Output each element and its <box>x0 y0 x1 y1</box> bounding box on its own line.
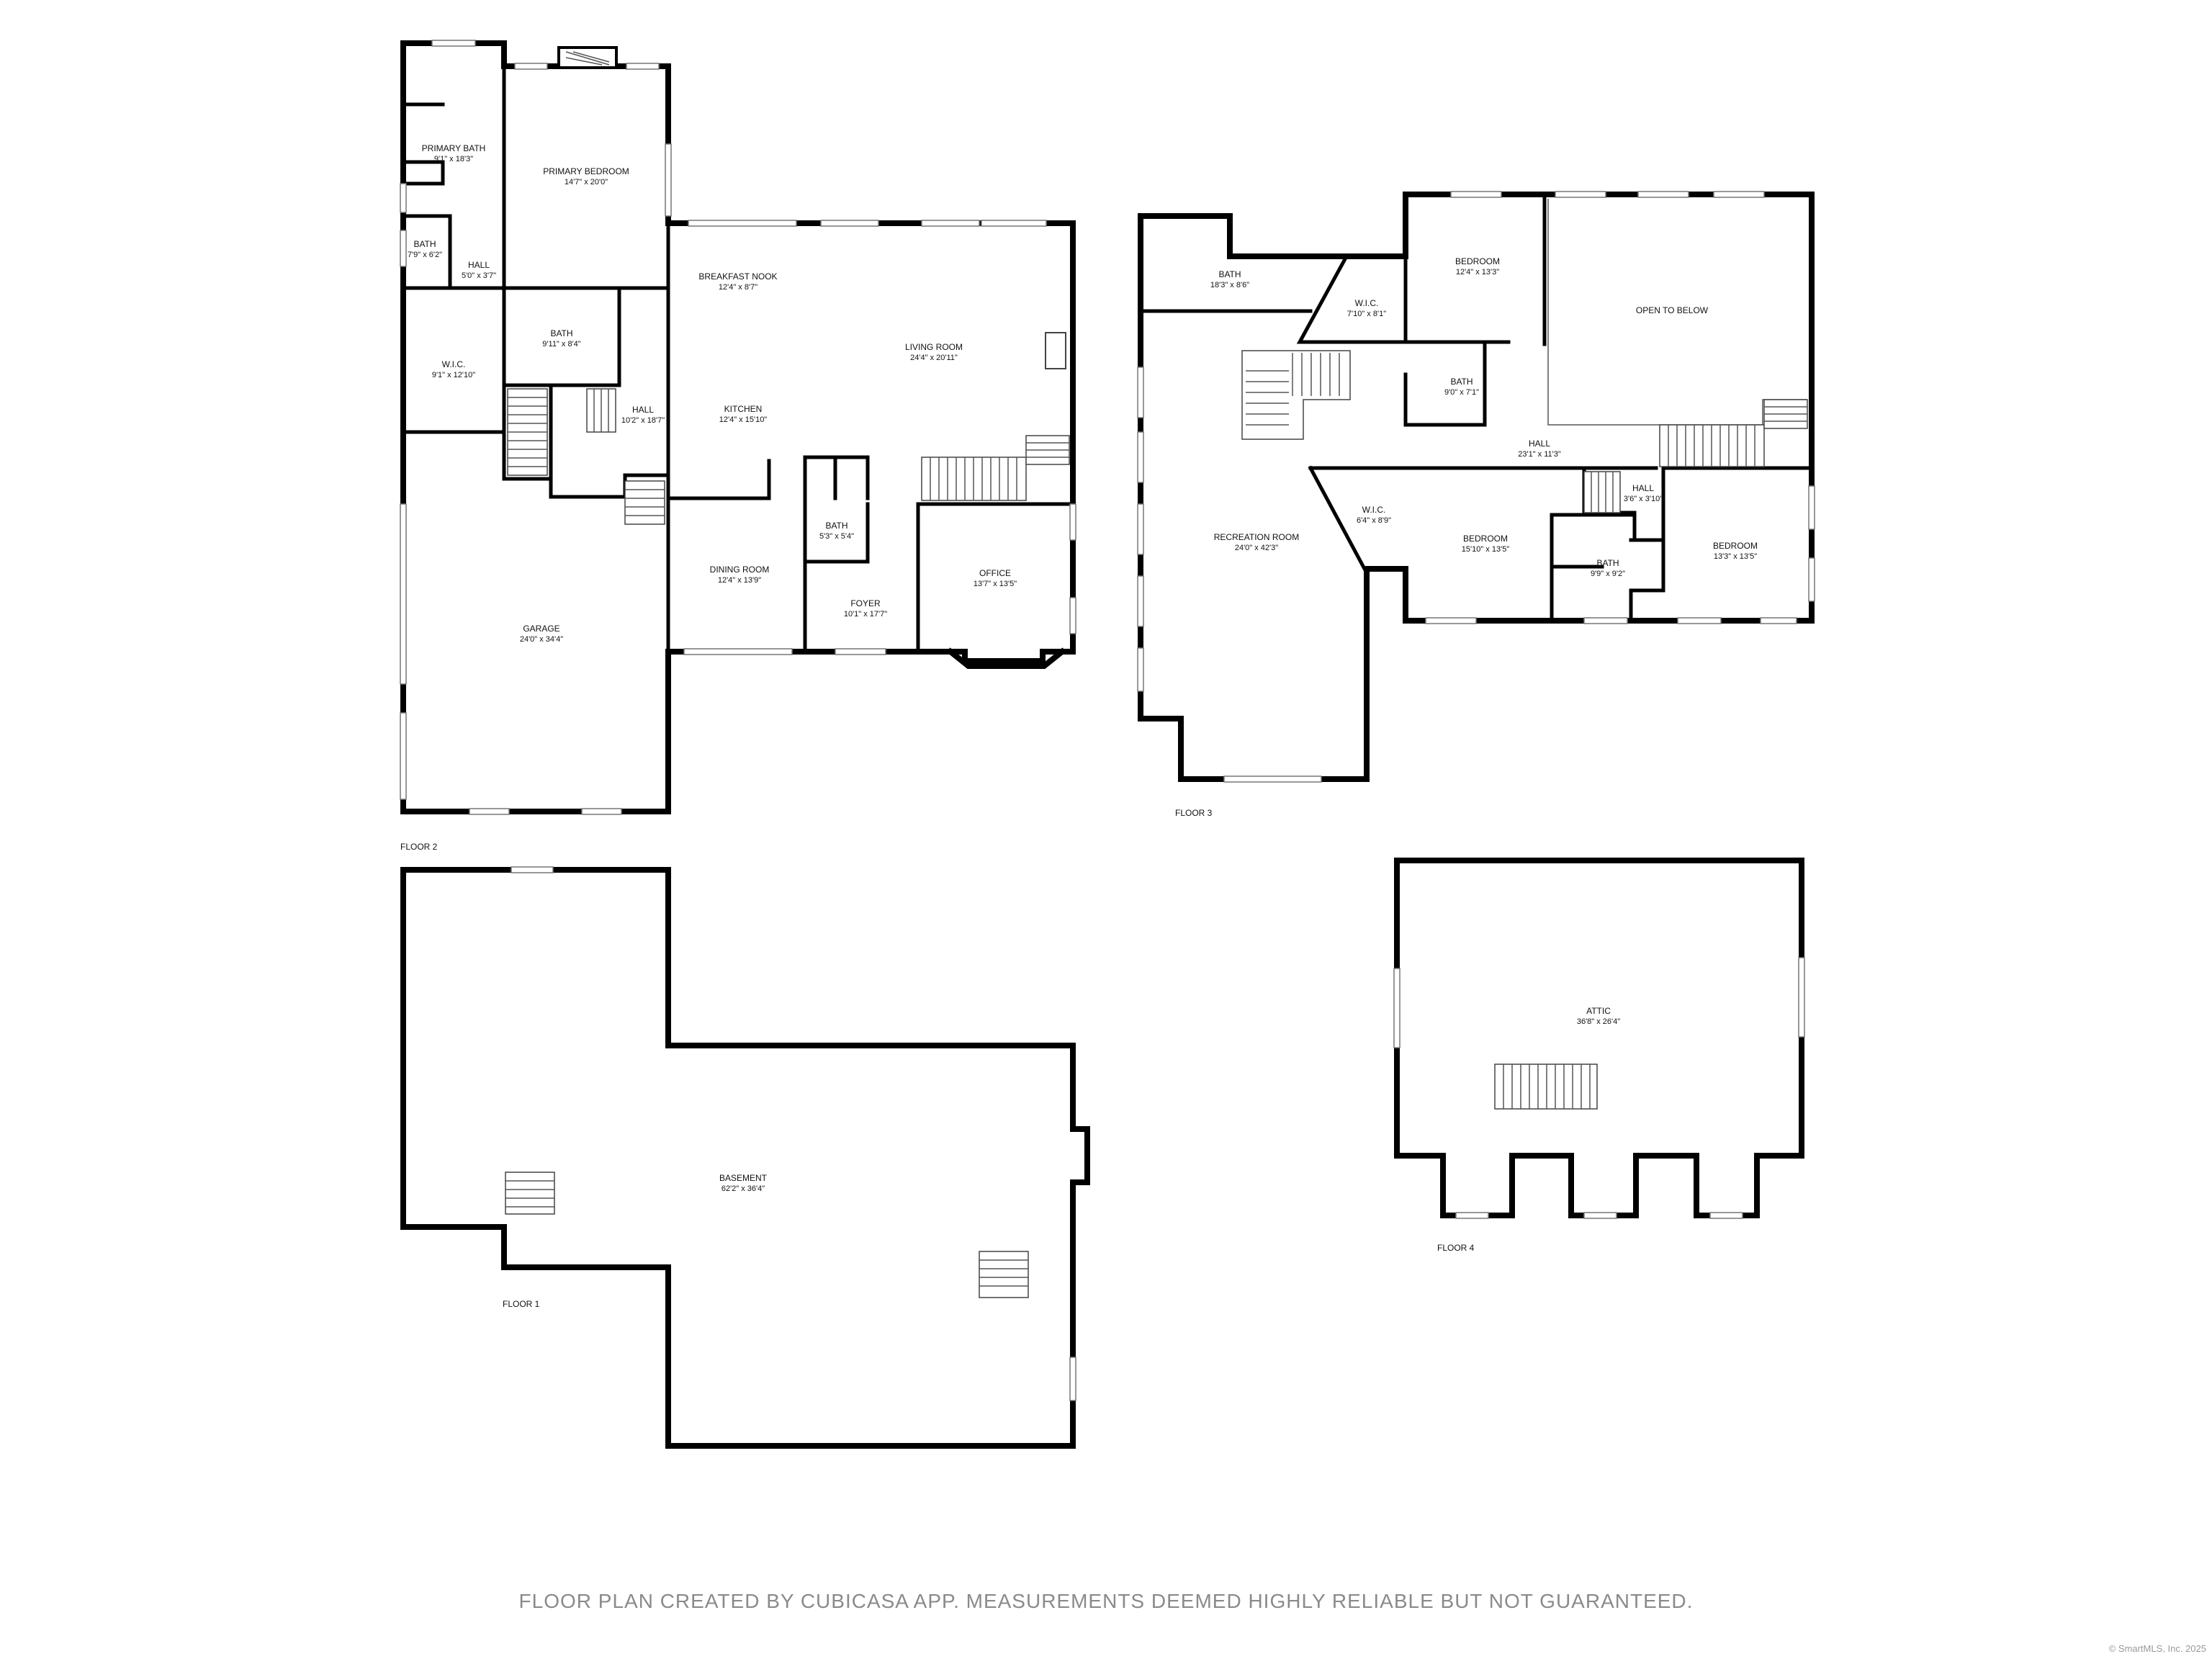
room-label: PRIMARY BATH <box>422 143 486 153</box>
room-label: W.I.C. <box>442 359 466 369</box>
room-label: BATH <box>1218 269 1241 279</box>
room-label: PRIMARY BEDROOM <box>543 166 629 176</box>
room-dimension: 14'7" x 20'0" <box>565 178 608 186</box>
room-label: HALL <box>1529 439 1550 449</box>
room-dimension: 12'4" x 8'7" <box>719 283 757 292</box>
room-label: HALL <box>468 260 490 270</box>
floor-3-plan: BATH 18'3" x 8'6" W.I.C. 7'10" x 8'1" BE… <box>1137 191 1815 818</box>
room-label: RECREATION ROOM <box>1214 532 1299 542</box>
disclaimer-footer: FLOOR PLAN CREATED BY CUBICASA APP. MEAS… <box>518 1590 1694 1612</box>
floor-2-plan: PRIMARY BATH 9'1" x 18'3" PRIMARY BEDROO… <box>400 40 1076 852</box>
room-dimension: 15'10" x 13'5" <box>1462 545 1510 554</box>
room-dimension: 23'1" x 11'3" <box>1518 450 1561 459</box>
room-label: BATH <box>825 521 848 531</box>
floor-1-label: FLOOR 1 <box>503 1299 540 1309</box>
room-label: DINING ROOM <box>710 565 770 575</box>
room-label: W.I.C. <box>1355 298 1379 308</box>
room-label: BATH <box>550 328 572 338</box>
room-label: FOYER <box>850 598 881 608</box>
floor-1-stairs <box>505 1172 1029 1298</box>
floor-1-plan: BASEMENT 62'2" x 36'4" FLOOR 1 <box>400 866 1090 1449</box>
room-label: GARAGE <box>523 624 559 634</box>
room-dimension: 5'3" x 5'4" <box>819 532 854 541</box>
room-dimension: 12'4" x 13'9" <box>718 576 761 585</box>
room-dimension: 12'4" x 15'10" <box>719 415 768 424</box>
room-dimension: 36'8" x 26'4" <box>1577 1017 1620 1026</box>
room-dimension: 10'1" x 17'7" <box>844 610 887 619</box>
room-label: BEDROOM <box>1455 256 1500 266</box>
copyright-notice: © SmartMLS, Inc. 2025 <box>2108 1643 2206 1654</box>
room-label: OPEN TO BELOW <box>1636 305 1709 315</box>
room-label: KITCHEN <box>724 404 763 414</box>
room-dimension: 24'0" x 34'4" <box>520 635 563 644</box>
room-label: W.I.C. <box>1362 505 1386 515</box>
room-dimension: 18'3" x 8'6" <box>1210 281 1249 289</box>
room-dimension: 9'11" x 8'4" <box>542 340 580 349</box>
room-dimension: 12'4" x 13'3" <box>1456 268 1499 276</box>
room-label: LIVING ROOM <box>905 342 963 352</box>
room-label: BATH <box>1450 377 1473 387</box>
floor-2-stairs <box>507 388 1070 525</box>
room-dimension: 62'2" x 36'4" <box>721 1184 765 1193</box>
room-label: BATH <box>413 239 436 249</box>
room-dimension: 7'9" x 6'2" <box>408 251 442 259</box>
room-label: BEDROOM <box>1713 541 1758 551</box>
floor-4-label: FLOOR 4 <box>1437 1243 1475 1253</box>
room-dimension: 9'1" x 18'3" <box>434 155 473 163</box>
room-dimension: 9'1" x 12'10" <box>432 371 475 379</box>
floor-4-stairs <box>1494 1064 1598 1110</box>
room-dimension: 5'0" x 3'7" <box>462 271 496 280</box>
room-label: OFFICE <box>979 568 1011 578</box>
floor-4-plan: ATTIC 36'8" x 26'4" FLOOR 4 <box>1393 858 1805 1253</box>
room-label: ATTIC <box>1586 1006 1611 1016</box>
room-dimension: 6'4" x 8'9" <box>1357 516 1391 525</box>
room-label: HALL <box>632 405 654 415</box>
floor-3-stairs <box>1241 350 1808 513</box>
room-dimension: 7'10" x 8'1" <box>1347 310 1386 318</box>
floor-2-label: FLOOR 2 <box>400 842 438 852</box>
room-dimension: 24'4" x 20'11" <box>910 354 958 362</box>
room-dimension: 13'7" x 13'5" <box>974 580 1017 588</box>
room-dimension: 10'2" x 18'7" <box>621 416 665 425</box>
room-dimension: 24'0" x 42'3" <box>1235 544 1278 552</box>
room-label: BEDROOM <box>1463 534 1508 544</box>
room-dimension: 9'0" x 7'1" <box>1444 388 1479 397</box>
room-label: BASEMENT <box>719 1173 768 1183</box>
room-label: BREAKFAST NOOK <box>698 271 777 282</box>
room-dimension: 9'9" x 9'2" <box>1591 570 1625 578</box>
room-dimension: 3'6" x 3'10" <box>1624 495 1663 503</box>
room-label: BATH <box>1596 558 1619 568</box>
floor-3-label: FLOOR 3 <box>1175 808 1213 818</box>
room-label: HALL <box>1632 483 1654 493</box>
room-dimension: 13'3" x 13'5" <box>1714 552 1757 561</box>
